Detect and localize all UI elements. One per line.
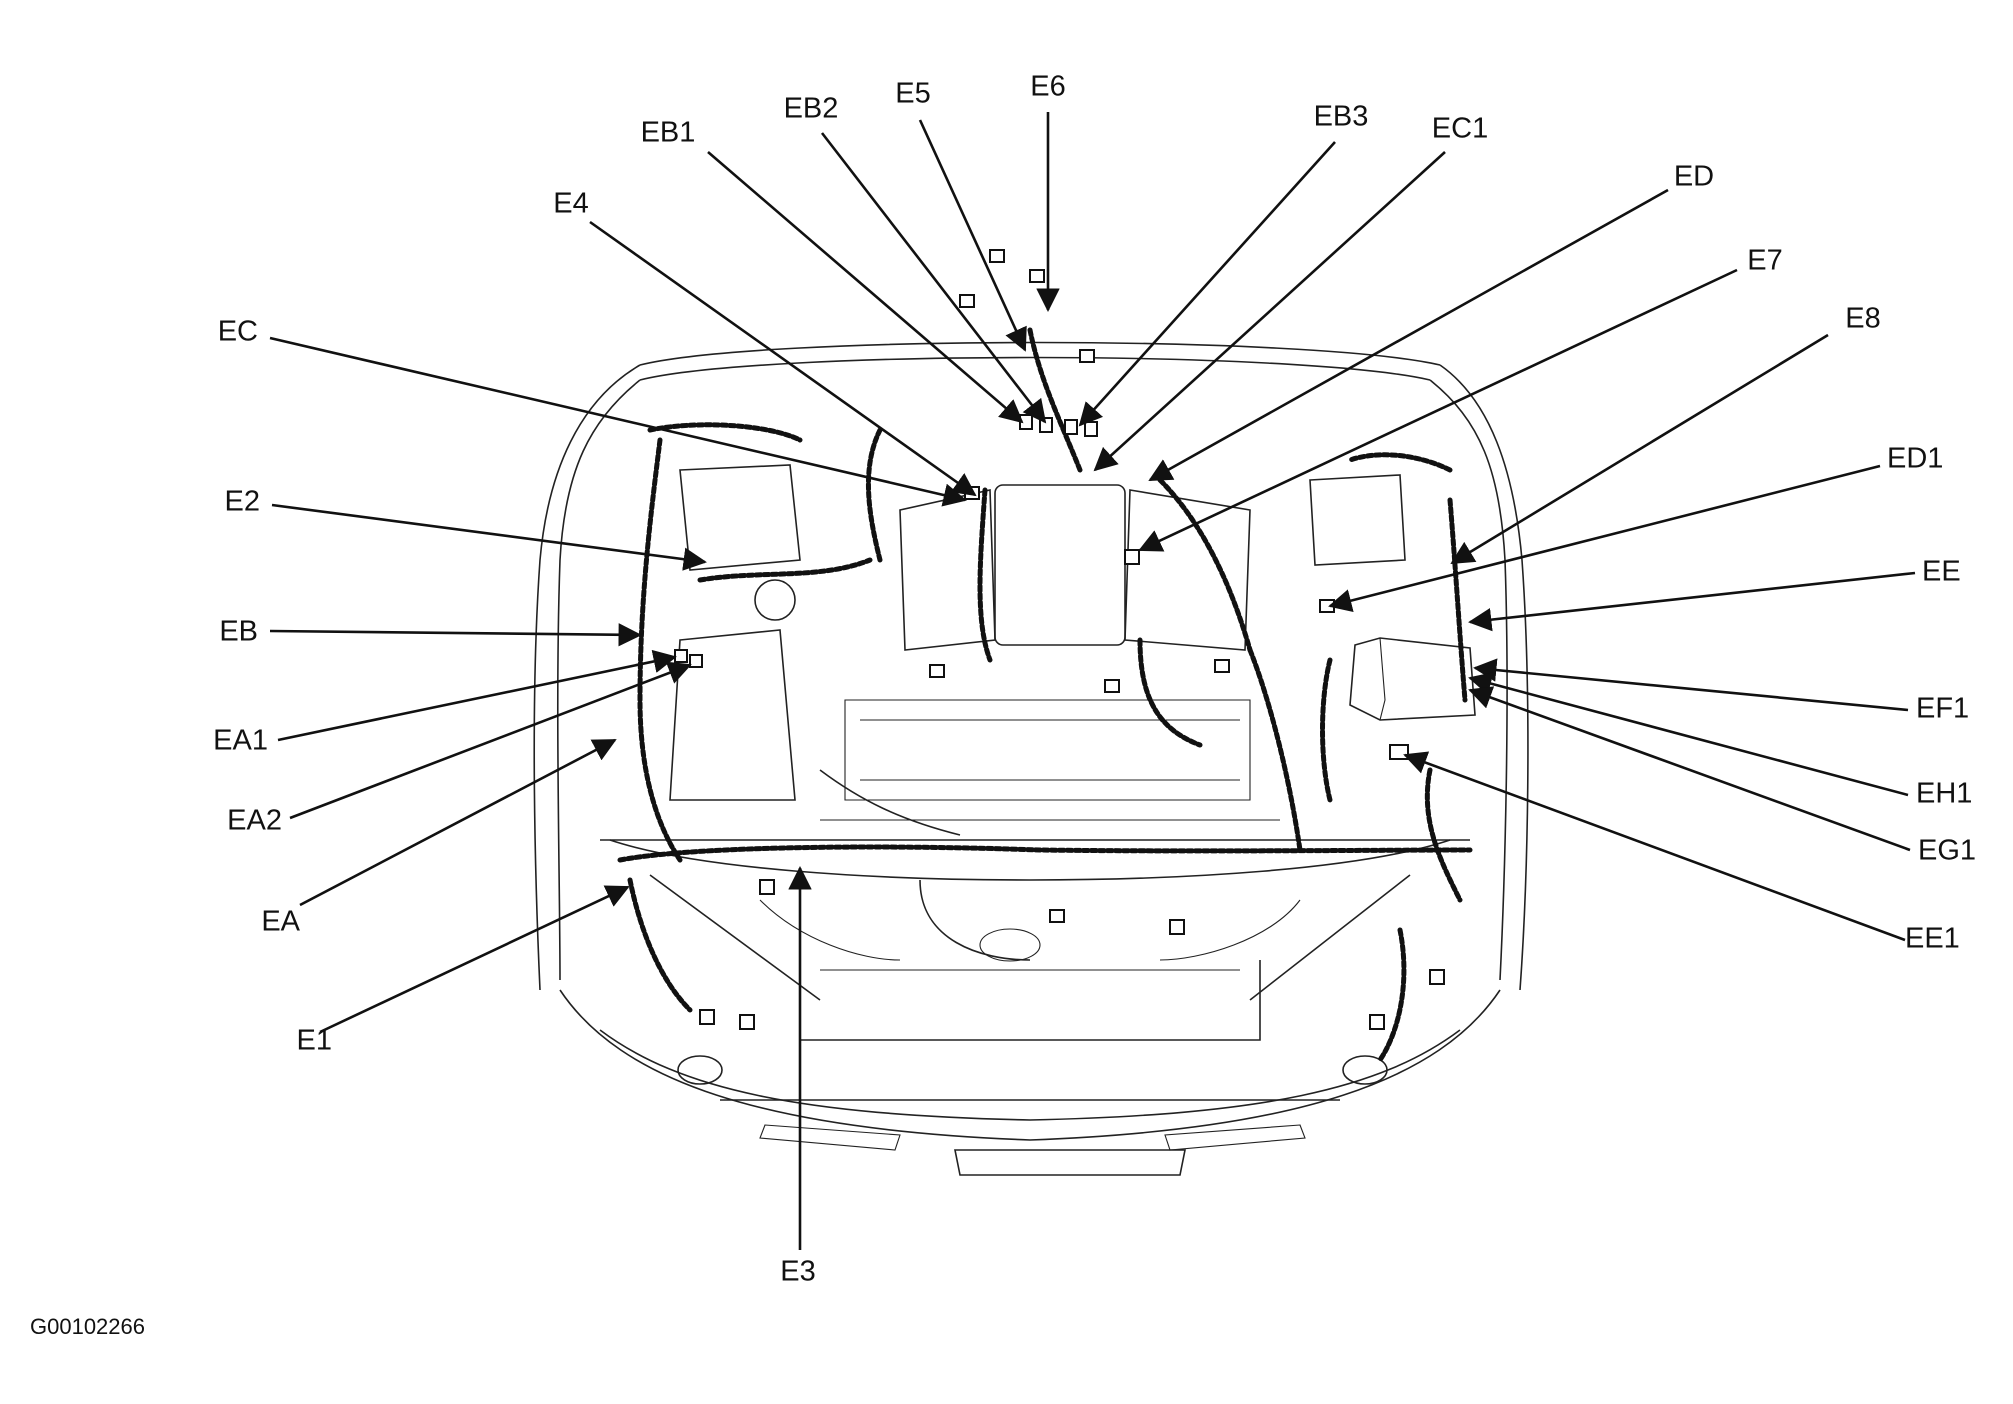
label-E1: E1 <box>297 1025 332 1057</box>
leader-EE1 <box>1403 751 1906 942</box>
leader-EA1 <box>277 649 677 742</box>
label-EE: EE <box>1922 556 1961 588</box>
leader-EF1 <box>1473 658 1909 712</box>
leader-EB1 <box>707 151 1024 424</box>
leader-E1 <box>319 885 630 1034</box>
label-E6: E6 <box>1030 71 1065 103</box>
leader-EA2 <box>289 661 692 820</box>
fuse-relay-box <box>1349 637 1476 721</box>
label-E5: E5 <box>895 78 930 110</box>
battery <box>1309 474 1406 566</box>
leader-E7 <box>1138 268 1738 552</box>
leader-EB <box>269 623 642 647</box>
label-EG1: EG1 <box>1918 835 1976 867</box>
leader-EA <box>299 738 617 907</box>
leader-EC1 <box>1093 151 1446 472</box>
label-ED1: ED1 <box>1887 443 1943 475</box>
label-EA: EA <box>261 906 300 938</box>
leader-E5 <box>918 119 1027 352</box>
leader-EB3 <box>1078 141 1336 427</box>
engine-block <box>819 484 1251 836</box>
label-EH1: EH1 <box>1916 778 1972 810</box>
connector-labels: EB1 EB2 E5 E6 EB3 EC1 ED E7 E8 ED1 EE EF… <box>213 71 1976 1288</box>
vehicle-body-outline <box>533 341 1529 1176</box>
label-E3: E3 <box>780 1256 815 1288</box>
leader-ED <box>1148 188 1669 482</box>
label-EA1: EA1 <box>213 725 268 757</box>
leader-EC <box>269 336 967 507</box>
label-E8: E8 <box>1845 303 1880 335</box>
figure-id: G00102266 <box>30 1314 145 1339</box>
leader-EH1 <box>1468 672 1909 797</box>
label-EB1: EB1 <box>641 117 696 149</box>
leader-EG1 <box>1468 686 1911 852</box>
wiring-harness <box>617 327 1473 1063</box>
air-filter-box <box>669 464 801 801</box>
leader-E8 <box>1450 333 1829 565</box>
label-EB: EB <box>219 616 258 648</box>
leader-ED1 <box>1328 464 1881 613</box>
leader-EE <box>1468 571 1916 632</box>
label-EE1: EE1 <box>1905 923 1960 955</box>
leader-EB2 <box>820 132 1047 424</box>
radiator-support <box>600 819 1470 962</box>
label-EC: EC <box>218 316 258 348</box>
label-EB2: EB2 <box>784 93 839 125</box>
leader-lines <box>269 112 1916 1250</box>
label-EC1: EC1 <box>1432 113 1488 145</box>
leader-E2 <box>271 503 707 571</box>
label-EB3: EB3 <box>1314 101 1369 133</box>
label-ED: ED <box>1674 161 1714 193</box>
leader-E4 <box>589 220 977 497</box>
label-E4: E4 <box>553 188 588 220</box>
label-EF1: EF1 <box>1916 693 1969 725</box>
label-EA2: EA2 <box>227 805 282 837</box>
label-E2: E2 <box>225 486 260 518</box>
label-E7: E7 <box>1747 245 1782 277</box>
